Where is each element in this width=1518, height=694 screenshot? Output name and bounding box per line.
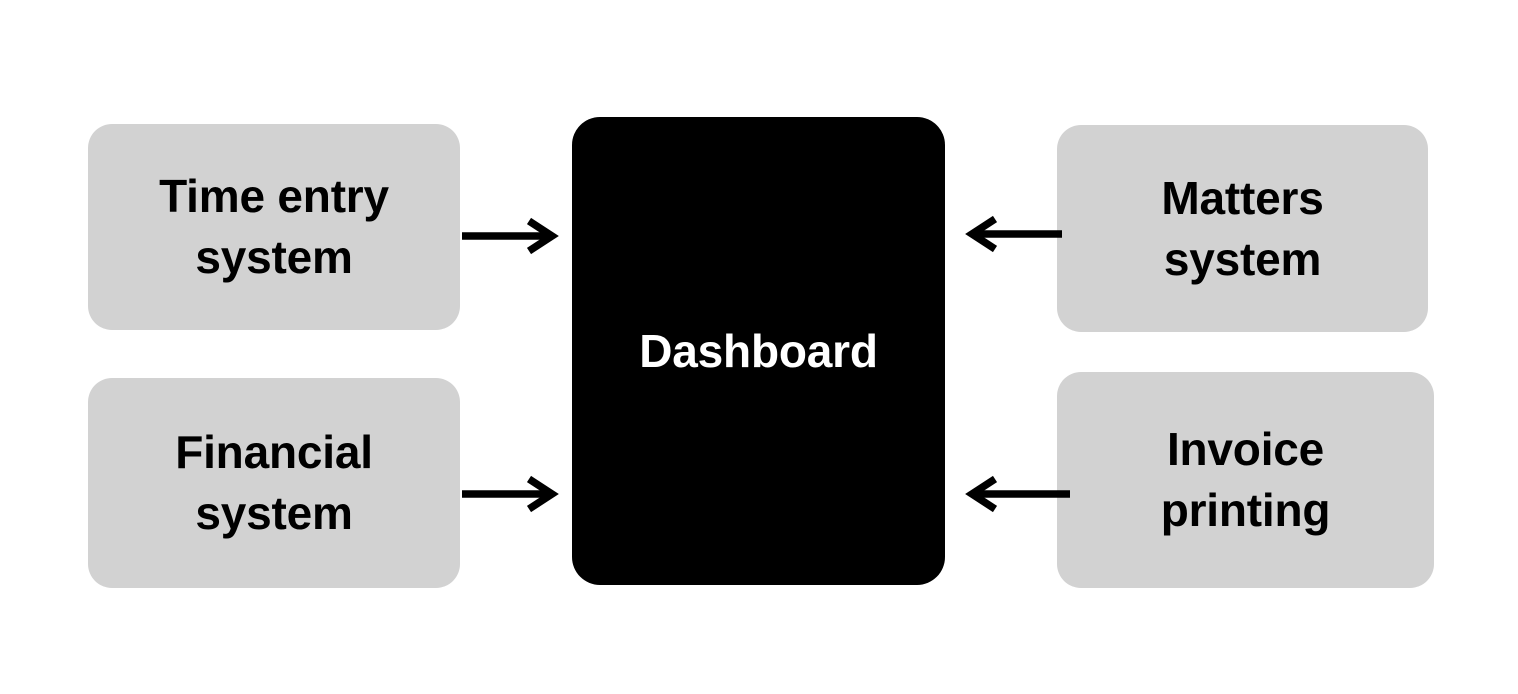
arrow-left-icon-matters-to-dashboard — [965, 215, 1062, 253]
arrow-right-icon-financial-to-dashboard — [462, 475, 559, 513]
node-financial-system[interactable]: Financial system — [88, 378, 460, 588]
node-time-entry-system-label: Time entry system — [159, 170, 389, 283]
node-matters-system[interactable]: Matters system — [1057, 125, 1428, 332]
node-matters-system-label: Matters system — [1161, 171, 1324, 285]
node-time-entry-system[interactable]: Time entry system — [88, 124, 460, 330]
arrow-right-icon-time-entry-to-dashboard — [462, 217, 559, 255]
node-dashboard[interactable]: Dashboard — [572, 117, 945, 585]
node-invoice-printing-label: Invoice printing — [1160, 423, 1331, 536]
arrow-left-icon-invoice-to-dashboard — [965, 475, 1070, 513]
node-financial-system-label: Financial system — [175, 426, 373, 539]
node-dashboard-label: Dashboard — [639, 324, 878, 377]
node-invoice-printing[interactable]: Invoice printing — [1057, 372, 1434, 588]
